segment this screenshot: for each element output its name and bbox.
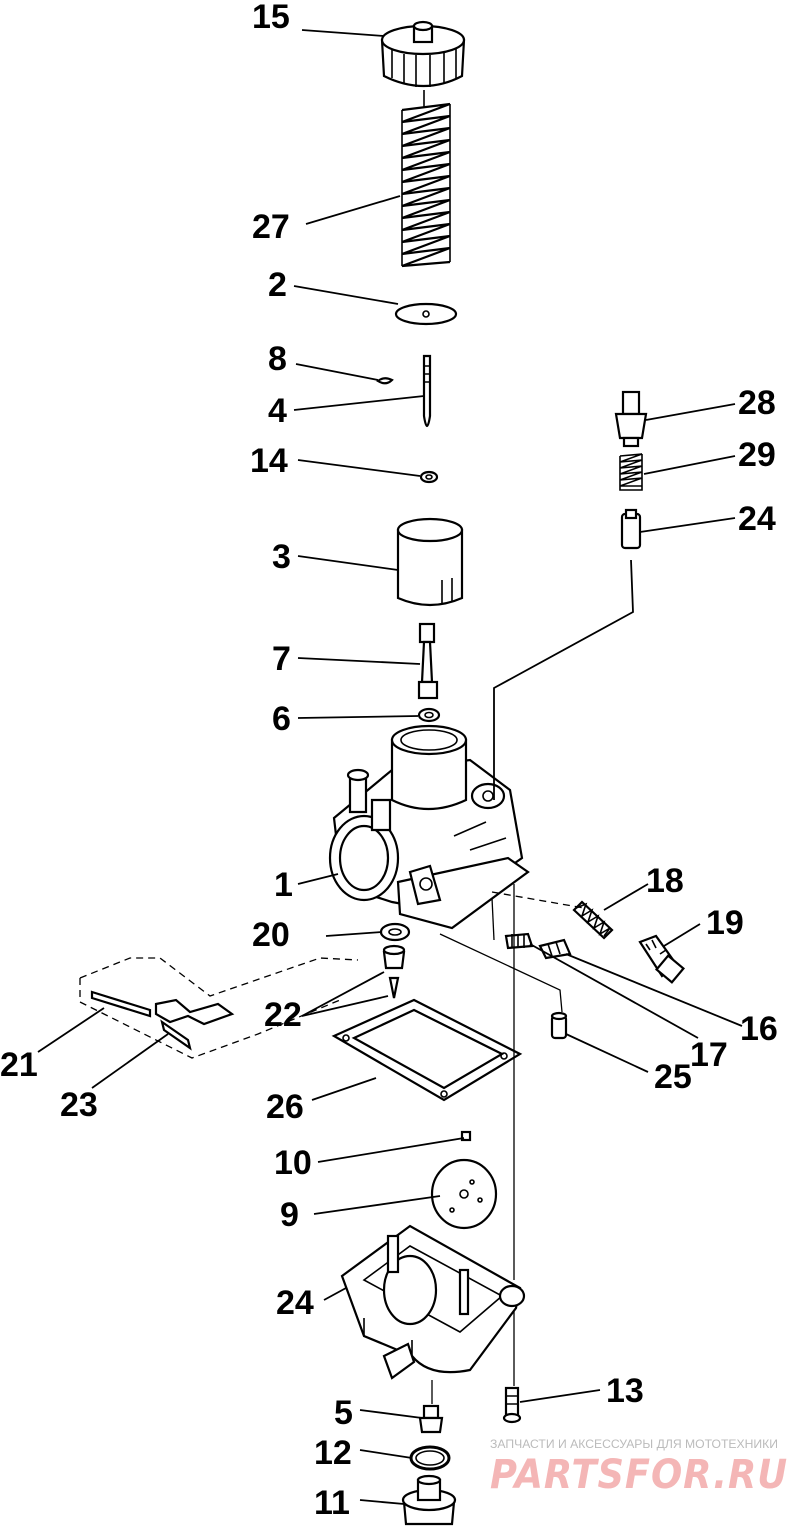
callout-6: 6 — [272, 700, 291, 738]
callout-16: 16 — [740, 1010, 778, 1048]
callout-1: 1 — [274, 866, 293, 904]
callout-23: 23 — [60, 1086, 98, 1124]
callout-11: 11 — [314, 1484, 350, 1522]
part-29-spring — [619, 453, 643, 491]
callout-labels: 15 27 2 8 4 14 3 7 6 1 28 29 24 18 19 20… — [0, 0, 778, 1522]
callout-7: 7 — [272, 640, 291, 678]
part-15-cap — [380, 20, 466, 88]
callout-9: 9 — [280, 1196, 299, 1234]
callout-14: 14 — [250, 442, 288, 480]
callout-29: 29 — [738, 436, 776, 474]
callout-4: 4 — [268, 392, 287, 430]
callout-25: 25 — [654, 1058, 692, 1096]
part-26-gasket — [331, 998, 523, 1102]
watermark: ЗАПЧАСТИ И АКСЕССУАРЫ ДЛЯ МОТОТЕХНИКИ PA… — [490, 1437, 788, 1498]
part-10-pin — [460, 1130, 472, 1142]
callout-8: 8 — [268, 340, 287, 378]
callout-10: 10 — [274, 1144, 312, 1182]
callout-20: 20 — [252, 916, 290, 954]
part-22-needle-seat — [382, 944, 406, 999]
callout-24-bowl: 24 — [276, 1284, 314, 1322]
callout-21: 21 — [0, 1046, 38, 1084]
part-9-float — [430, 1158, 498, 1230]
callout-13: 13 — [606, 1372, 644, 1410]
callout-12: 12 — [314, 1434, 352, 1472]
callout-17: 17 — [690, 1036, 728, 1074]
part-20-washer — [379, 922, 411, 942]
callout-2: 2 — [268, 266, 287, 304]
watermark-tagline: ЗАПЧАСТИ И АКСЕССУАРЫ ДЛЯ МОТОТЕХНИКИ — [490, 1437, 778, 1451]
part-27-spring — [401, 90, 451, 268]
part-12-o-ring — [409, 1445, 451, 1471]
part-18-spring — [572, 900, 614, 940]
part-11-plug — [401, 1474, 457, 1526]
callout-18: 18 — [646, 862, 684, 900]
callout-27: 27 — [252, 208, 290, 246]
callout-15: 15 — [252, 0, 290, 36]
callout-26: 26 — [266, 1088, 304, 1126]
part-7-needle-jet — [417, 622, 439, 700]
callout-22: 22 — [264, 996, 302, 1034]
part-19-air-screw — [638, 934, 685, 984]
callout-3: 3 — [272, 538, 291, 576]
part-13-screw — [502, 1386, 522, 1424]
part-24-plunger — [620, 508, 642, 550]
assembly-lines — [431, 559, 634, 1404]
part-25-pin — [550, 1011, 568, 1040]
part-4-needle — [422, 354, 432, 428]
part-6-washer — [417, 707, 441, 723]
part-3-slide — [396, 517, 464, 607]
part-17-idle-screw — [504, 932, 534, 950]
part-5-main-jet — [418, 1404, 444, 1434]
part-2-plate — [394, 302, 458, 326]
part-8-clip — [376, 377, 394, 385]
part-14-washer — [419, 470, 439, 484]
part-16-idle-spring — [538, 938, 572, 960]
callout-19: 19 — [706, 904, 744, 942]
watermark-brand: PARTSFOR.RU — [490, 1452, 788, 1498]
leader-lines — [37, 29, 743, 1505]
callout-5: 5 — [334, 1394, 353, 1432]
part-21-23-float-arm — [79, 957, 359, 1059]
part-24-float-bowl — [340, 1224, 526, 1380]
callout-28: 28 — [738, 384, 776, 422]
part-28-fitting — [614, 390, 648, 448]
part-1-carburetor-body — [328, 724, 530, 930]
callout-24: 24 — [738, 500, 776, 538]
